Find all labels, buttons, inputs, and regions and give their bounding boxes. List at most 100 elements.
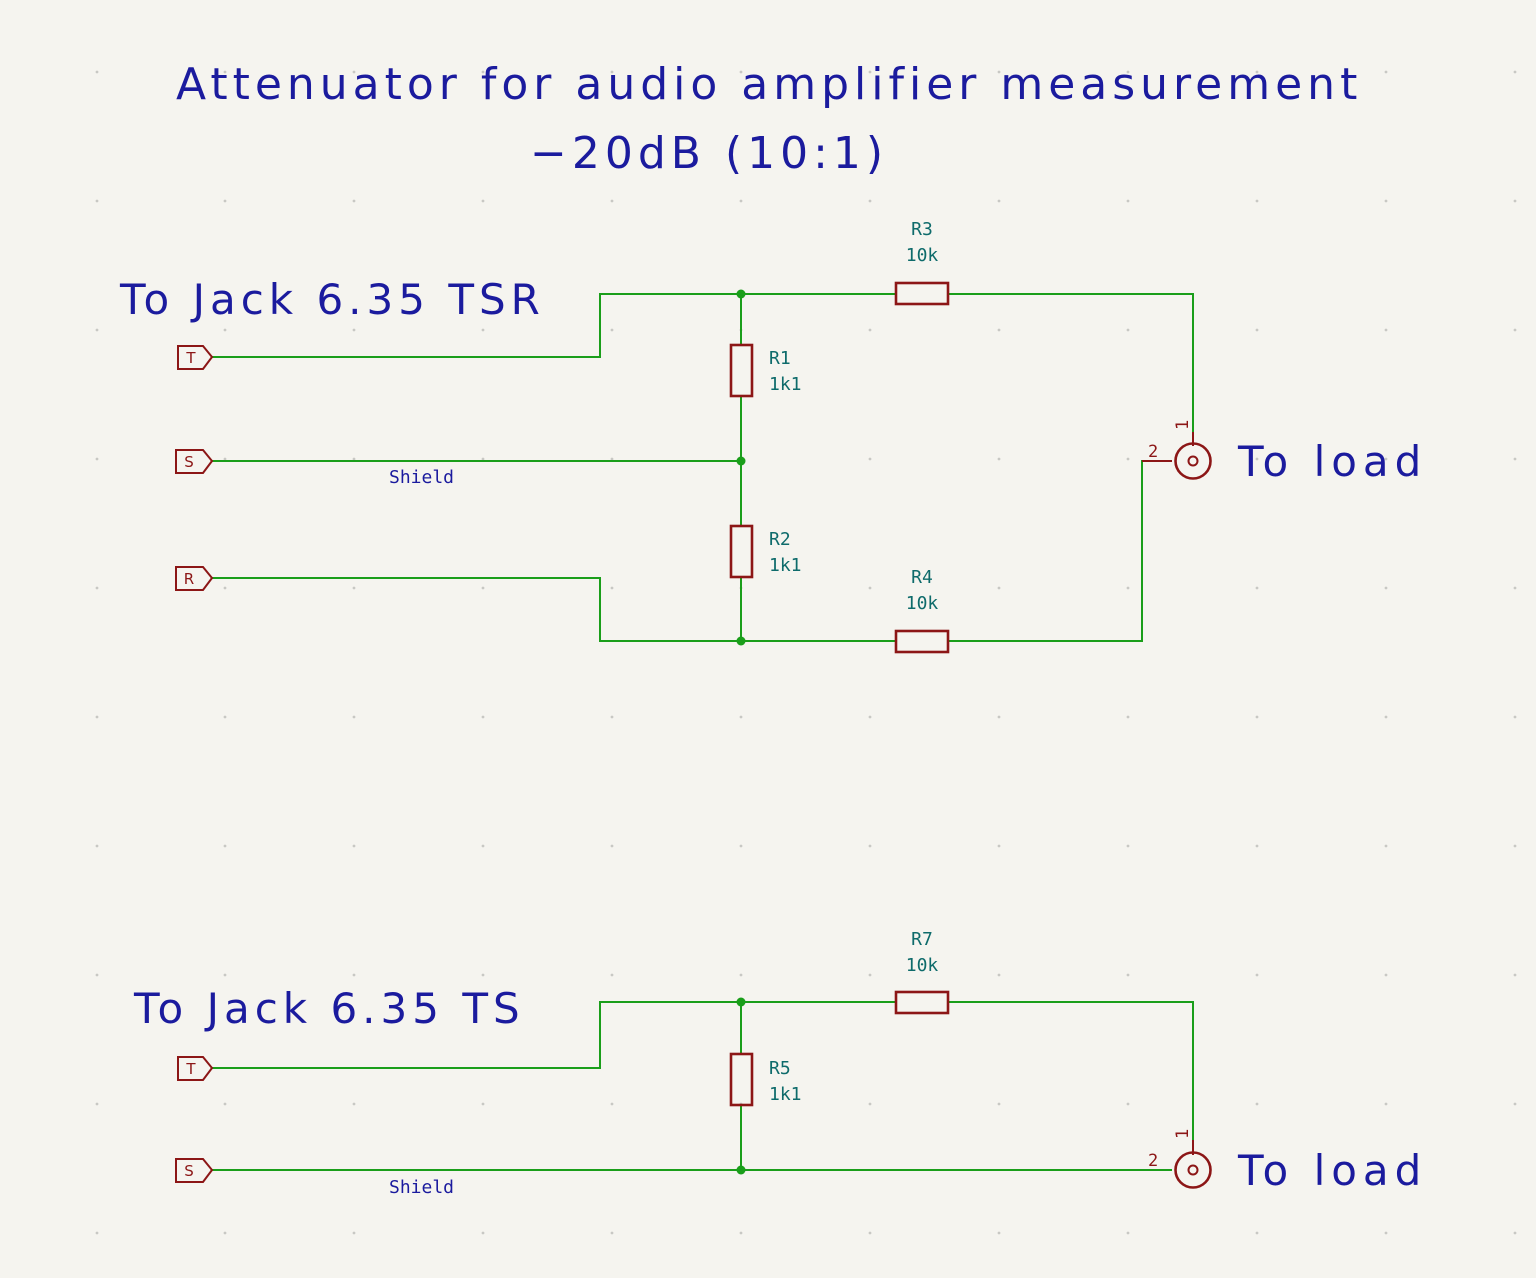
net-label-shield: Shield (389, 1177, 454, 1198)
wire-r3-to-load (949, 293, 1194, 432)
wire-r7-to-load (949, 1001, 1194, 1140)
grid-dot (223, 586, 227, 590)
grid-dot (1513, 844, 1517, 848)
resistor-r1[interactable]: R1 1k1 (729, 343, 802, 398)
grid-dot (481, 1102, 485, 1106)
load-label: To load (1237, 1146, 1427, 1195)
connector-outer-ring (1174, 442, 1212, 480)
grid-dot (223, 1231, 227, 1235)
connector-center-pin (1187, 1164, 1199, 1176)
port-s[interactable]: S (175, 1158, 214, 1183)
resistor-r7[interactable]: R7 10k (894, 929, 950, 1015)
grid-dot (1384, 199, 1388, 203)
wire-tip-to-r7 (212, 1001, 895, 1069)
pin-number: 1 (1173, 420, 1193, 430)
grid-dot (95, 973, 99, 977)
connector-outer-ring (1174, 1151, 1212, 1189)
resistor-ref: R3 (911, 219, 933, 240)
grid-dot (739, 1231, 743, 1235)
port-t[interactable]: T (177, 345, 214, 370)
resistor-ref: R7 (911, 929, 933, 950)
load-connector[interactable]: 1 2 (1142, 420, 1212, 480)
resistor-ref: R2 (769, 529, 791, 550)
grid-dot (1384, 1231, 1388, 1235)
junction-dot (736, 997, 746, 1007)
junction-dot (736, 1165, 746, 1175)
grid-dot (997, 844, 1001, 848)
title-line-1: Attenuator for audio amplifier measureme… (176, 59, 1362, 110)
grid-dot (610, 844, 614, 848)
tsr-heading: To Jack 6.35 TSR (119, 275, 545, 324)
grid-dot (223, 973, 227, 977)
port-label: T (185, 349, 196, 367)
grid-dot (352, 715, 356, 719)
grid-dot (1126, 70, 1130, 74)
port-t[interactable]: T (177, 1056, 214, 1081)
resistor-r5[interactable]: R5 1k1 (729, 1052, 802, 1107)
resistor-r3[interactable]: R3 10k (894, 219, 950, 306)
grid-dot (1255, 844, 1259, 848)
load-connector[interactable]: 1 2 (1148, 1129, 1212, 1189)
grid-dot (223, 70, 227, 74)
junction-dot (736, 289, 746, 299)
grid-dot (1126, 715, 1130, 719)
grid-dot (868, 70, 872, 74)
ts-wires (212, 1001, 1194, 1171)
port-label: T (185, 1060, 196, 1078)
grid-dot (481, 70, 485, 74)
wire-r4-to-load (949, 460, 1170, 642)
resistor-r4[interactable]: R4 10k (894, 567, 950, 654)
grid-dot (481, 199, 485, 203)
grid-dot (352, 457, 356, 461)
grid-dot (1255, 1102, 1259, 1106)
grid-dot (1513, 715, 1517, 719)
grid-dot (223, 844, 227, 848)
grid-dot (1126, 586, 1130, 590)
grid-dot (95, 715, 99, 719)
grid-dot (1513, 586, 1517, 590)
resistor-body (894, 629, 950, 654)
port-r[interactable]: R (175, 566, 214, 591)
grid-dot (352, 328, 356, 332)
grid-dot (610, 1102, 614, 1106)
grid-dot (1513, 457, 1517, 461)
grid-dot (95, 1231, 99, 1235)
ts-heading: To Jack 6.35 TS (133, 984, 525, 1033)
resistor-value: 1k1 (769, 555, 802, 576)
resistor-body (729, 1052, 754, 1107)
grid-dot (1384, 457, 1388, 461)
port-s[interactable]: S (175, 449, 214, 474)
grid-dot (610, 586, 614, 590)
grid-dot (481, 715, 485, 719)
grid-dot (997, 457, 1001, 461)
grid-dot (610, 70, 614, 74)
grid-dot (1255, 328, 1259, 332)
resistor-r2[interactable]: R2 1k1 (729, 524, 802, 579)
grid-dot (1255, 457, 1259, 461)
grid-dot (739, 199, 743, 203)
grid-dot (997, 70, 1001, 74)
grid-dot (997, 1231, 1001, 1235)
grid-dot (610, 973, 614, 977)
resistor-ref: R4 (911, 567, 933, 588)
grid-dot (95, 586, 99, 590)
wire-tip-to-r3 (212, 293, 895, 358)
grid-dot (1126, 844, 1130, 848)
grid-dot (223, 457, 227, 461)
port-shape (175, 1158, 214, 1183)
grid-dot (95, 70, 99, 74)
grid-dot (1255, 199, 1259, 203)
connector-center-pin (1187, 455, 1199, 467)
grid-dot (1513, 70, 1517, 74)
resistor-value: 10k (906, 955, 939, 976)
grid-dot (352, 199, 356, 203)
grid-dot (1255, 715, 1259, 719)
tsr-section: To Jack 6.35 TSR T S R Shield (119, 219, 1421, 654)
grid-dot (352, 1102, 356, 1106)
grid-dot (1255, 70, 1259, 74)
grid-dot (223, 715, 227, 719)
resistor-body (894, 990, 950, 1015)
grid-dot (1513, 328, 1517, 332)
resistor-value: 10k (906, 593, 939, 614)
grid-dot (868, 457, 872, 461)
